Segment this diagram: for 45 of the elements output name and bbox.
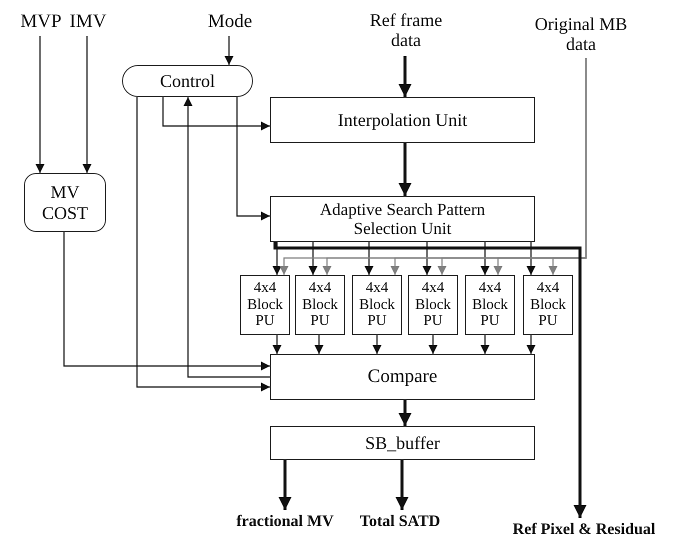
arrow [162,97,270,130]
arrow [63,232,270,370]
output-label: Ref Pixel & Residual [495,518,673,541]
arrow [272,242,282,275]
arrow [272,335,282,354]
arrow [278,460,292,510]
arrow [82,36,92,173]
arrow [308,242,318,275]
output-label: fractional MV [222,510,348,534]
process-box: 4x4 Block PU [408,275,458,335]
arrow [428,335,438,354]
arrow [396,460,408,510]
arrow [398,143,412,196]
process-box: 4x4 Block PU [523,275,573,335]
output-label: Total SATD [345,510,455,534]
arrow [236,97,270,220]
control-box: Control [122,65,253,97]
process-box: Interpolation Unit [270,97,535,143]
process-box: Adaptive Search Pattern Selection Unit [270,196,535,242]
input-label: Mode [202,8,258,36]
process-box: 4x4 Block PU [352,275,402,335]
process-box: MV COST [24,173,106,232]
arrow [274,242,586,518]
arrow [364,242,374,275]
arrow [184,97,270,378]
arrow [480,335,490,354]
arrow [526,335,536,354]
process-box: Compare [270,354,535,400]
arrow [398,400,412,426]
arrow [136,97,270,392]
process-box: 4x4 Block PU [295,275,345,335]
arrow [548,58,587,275]
arrow [314,335,324,354]
arrow [480,242,490,275]
process-box: 4x4 Block PU [465,275,515,335]
input-label: Ref frame data [360,4,452,56]
arrow [422,242,432,275]
input-label: Original MB data [520,10,642,58]
arrow [398,56,412,97]
arrow [372,335,382,354]
process-box: 4x4 Block PU [240,275,290,335]
arrow [224,36,234,65]
arrow [36,36,44,173]
process-box: SB_buffer [270,426,535,460]
arrow [526,242,536,275]
